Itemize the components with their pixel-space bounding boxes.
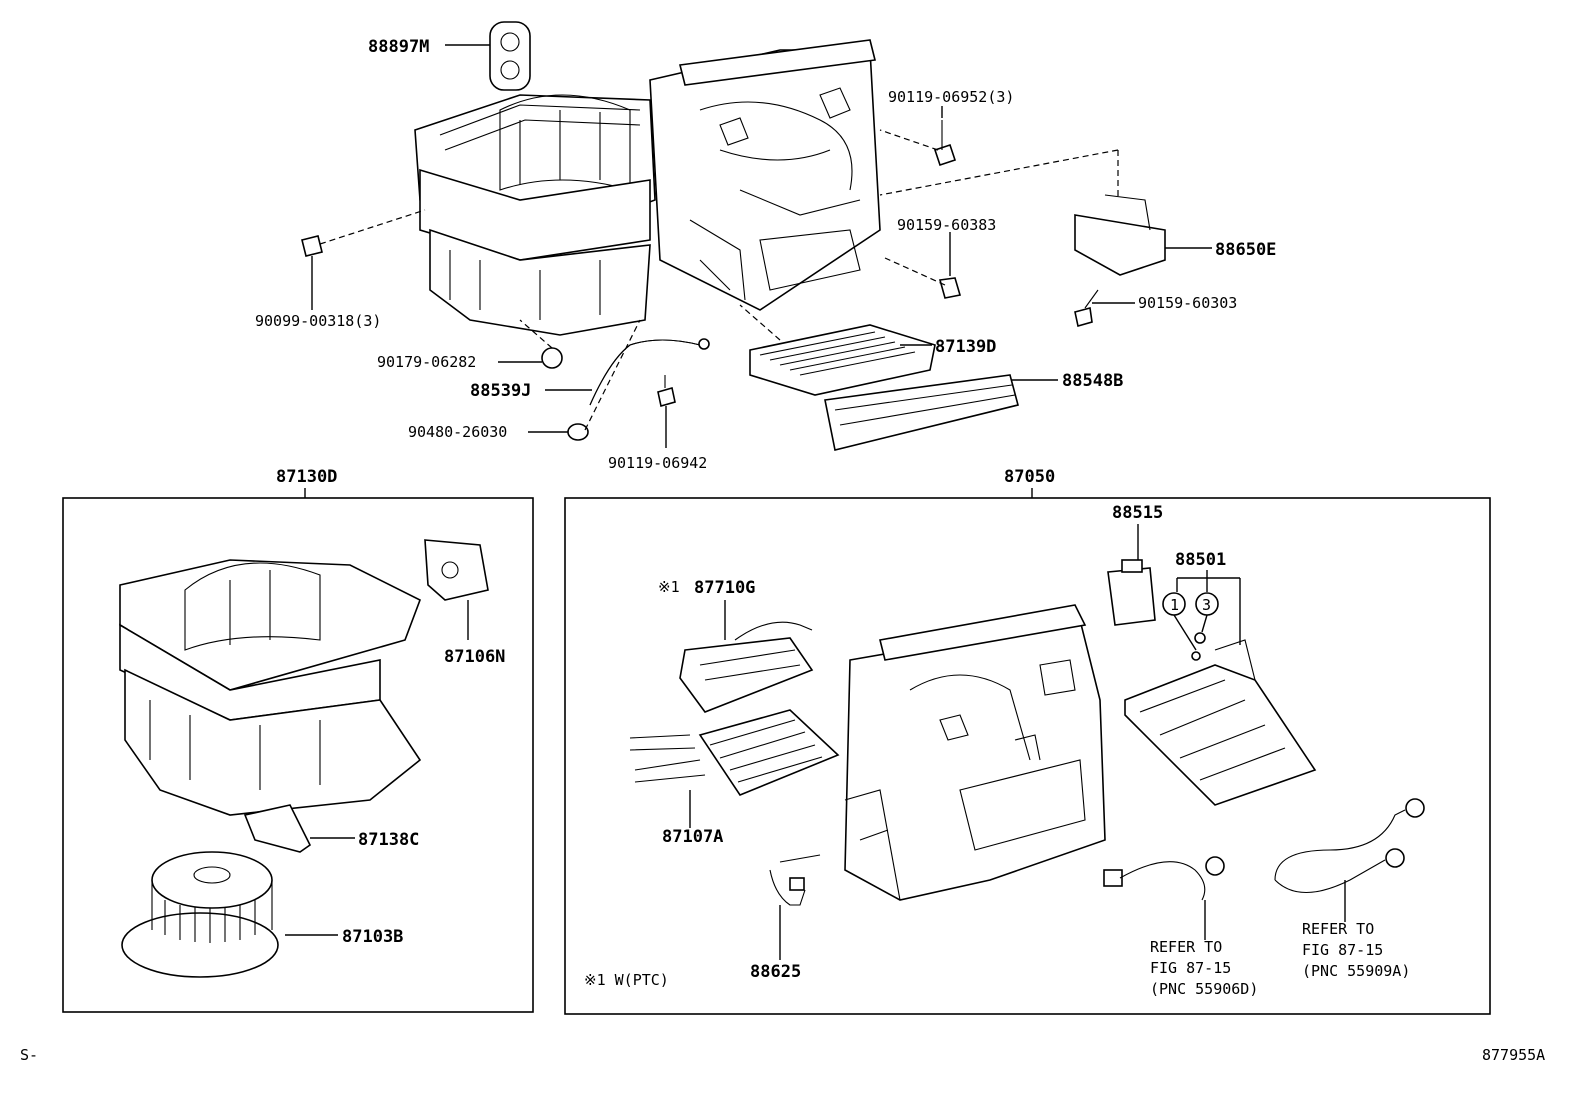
label-88501: 88501: [1175, 550, 1226, 570]
screw-90159-60303-drawing: [1074, 289, 1099, 328]
circle-callout-1: 1: [1162, 592, 1186, 616]
label-87139D: 87139D: [935, 337, 996, 357]
label-87103B: 87103B: [342, 927, 403, 947]
blower-motor-87103B-drawing: [121, 851, 279, 978]
expansion-valve-88515-drawing: [1107, 559, 1156, 626]
clip-90159-60383-drawing: [938, 277, 962, 299]
label-87107A: 87107A: [662, 827, 723, 847]
label-90119-06942: 90119-06942: [608, 454, 707, 472]
label-90179-06282: 90179-06282: [377, 353, 476, 371]
ptc-heater-87710G-drawing: [679, 621, 814, 713]
heater-case-drawing: [844, 604, 1106, 901]
mark-1: ※1: [658, 578, 680, 596]
label-88539J: 88539J: [470, 381, 531, 401]
refer-to-1-line3: (PNC 55906D): [1150, 980, 1258, 998]
label-87130D: 87130D: [276, 467, 337, 487]
svg-text:1: 1: [1170, 596, 1179, 614]
label-87106N: 87106N: [444, 647, 505, 667]
grommet-88897M-drawing: [489, 21, 531, 91]
label-87138C: 87138C: [358, 830, 419, 850]
label-90480-26030: 90480-26030: [408, 423, 507, 441]
hvac-unit-assembly-drawing: [414, 39, 881, 336]
label-90159-60303: 90159-60303: [1138, 294, 1237, 312]
refer-to-2-line3: (PNC 55909A): [1302, 962, 1410, 980]
o-ring-small: [1194, 632, 1206, 644]
resistor-87138C-drawing: [243, 804, 312, 853]
label-88650E: 88650E: [1215, 240, 1276, 260]
label-88548B: 88548B: [1062, 371, 1123, 391]
evaporator-88548B-drawing: [824, 374, 1019, 451]
amplifier-88650E-drawing: [1074, 194, 1166, 276]
corner-left-label: S-: [20, 1046, 38, 1064]
evaporator-core-drawing: [1124, 639, 1317, 806]
refer-to-1-line1: REFER TO: [1150, 938, 1222, 956]
refer-to-2-line1: REFER TO: [1302, 920, 1374, 938]
blower-assembly-box: [62, 497, 534, 1013]
label-88625: 88625: [750, 962, 801, 982]
label-90099-00318: 90099-00318(3): [255, 312, 381, 330]
refer-to-1-line2: FIG 87-15: [1150, 959, 1231, 977]
hose-88539J-drawing: [589, 338, 710, 406]
svg-text:3: 3: [1202, 596, 1211, 614]
footnote-ptc: ※1 W(PTC): [584, 971, 669, 989]
heater-core-87107A-drawing: [629, 709, 840, 796]
diagram-id: 877955A: [1482, 1046, 1545, 1064]
label-88515: 88515: [1112, 503, 1163, 523]
screw-90099-00318-drawing: [301, 235, 323, 257]
refer-to-2-line2: FIG 87-15: [1302, 941, 1383, 959]
bolt-90119-06952-drawing: [933, 120, 957, 167]
heater-assembly-box: [564, 497, 1491, 1015]
clamp-90480-26030-drawing: [567, 423, 589, 441]
nut-90179-06282-drawing: [541, 347, 563, 369]
label-87710G: 87710G: [694, 578, 755, 598]
filter-87139D-drawing: [749, 324, 936, 396]
label-87050: 87050: [1004, 467, 1055, 487]
circle-callout-3: 3: [1195, 592, 1219, 616]
o-ring-large: [1191, 651, 1201, 661]
blower-unit-drawing: [119, 559, 422, 816]
sensor-55909A-drawing: [1274, 798, 1425, 894]
label-90119-06952: 90119-06952(3): [888, 88, 1014, 106]
label-88897M: 88897M: [368, 37, 429, 57]
sensor-55906D-drawing: [1103, 856, 1225, 901]
actuator-87106N-drawing: [424, 539, 489, 601]
label-90159-60383: 90159-60383: [897, 216, 996, 234]
bolt-90119-06942-drawing: [657, 375, 676, 408]
sensor-88625-drawing: [769, 854, 821, 906]
